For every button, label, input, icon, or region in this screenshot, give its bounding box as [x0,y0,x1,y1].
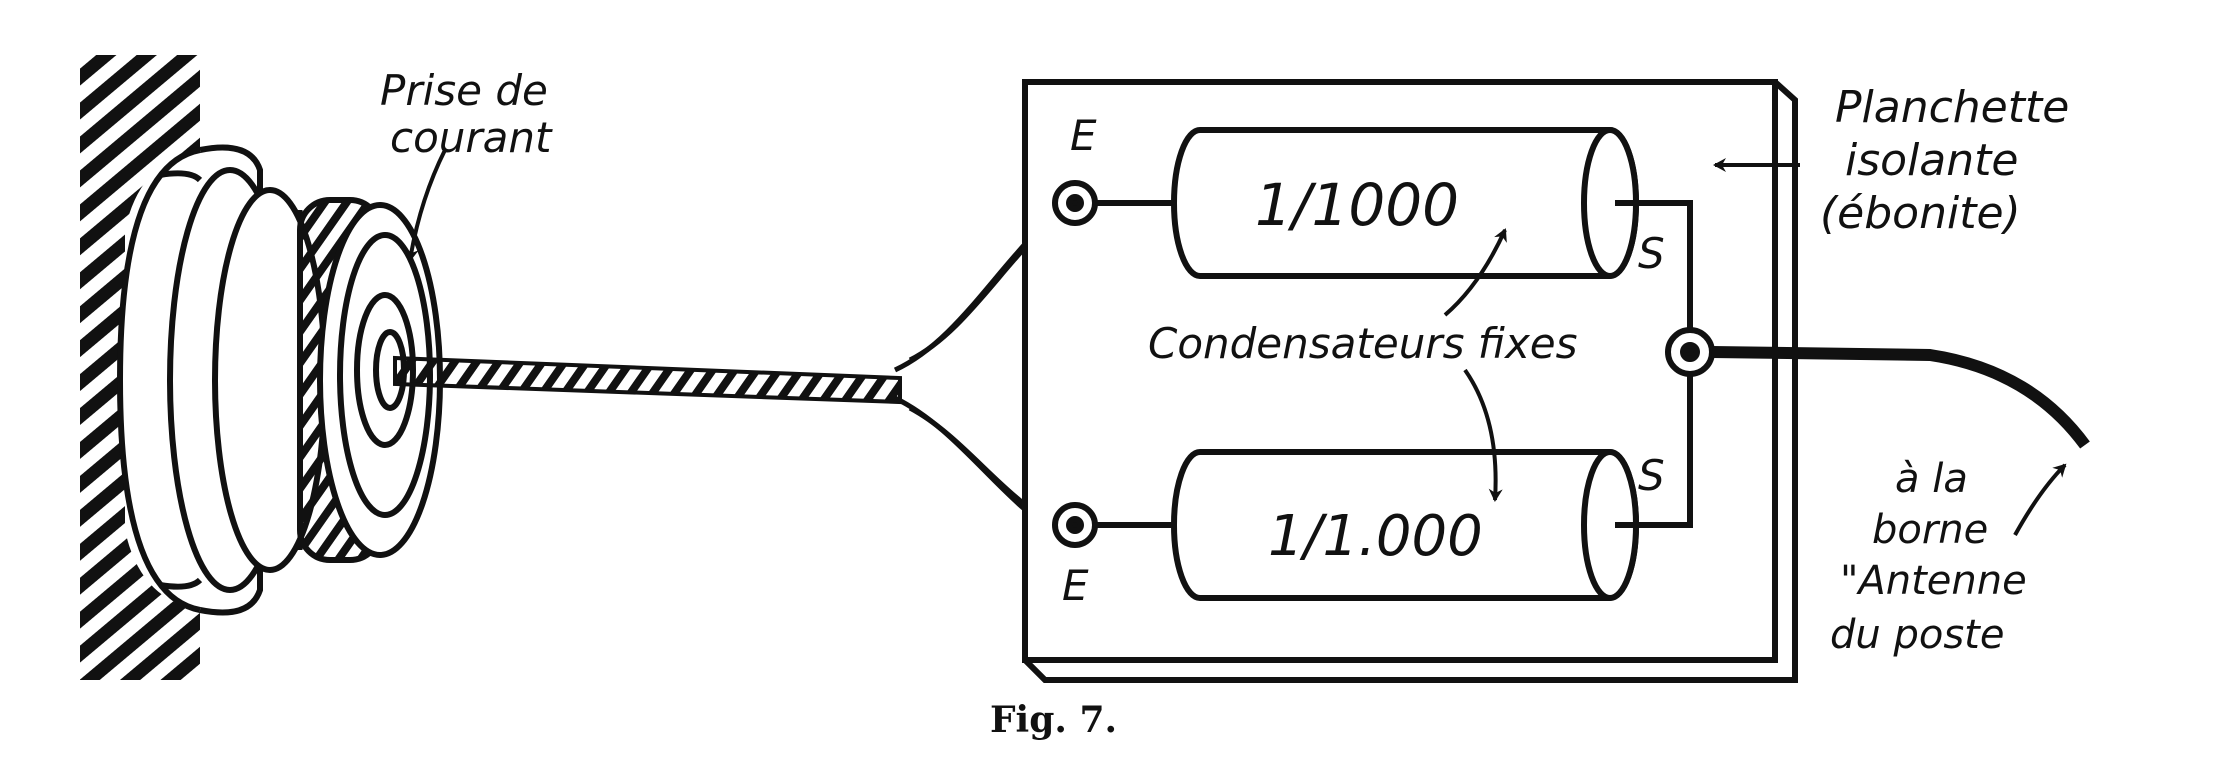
figure-caption: Fig. 7. [990,699,1117,741]
pointer-arrows [404,149,2067,536]
socket-label-line1: Prise de [380,66,548,115]
board-label-line1: Planchette [1835,82,2069,133]
capacitor-bottom [1171,449,1639,601]
board-label-line3: (ébonite) [1820,188,2021,239]
antenna-label-line3: "Antenne [1840,558,2027,604]
antenna-label-line1: à la [1895,456,1968,502]
wall [80,55,200,680]
board-label-line2: isolante [1845,135,2018,186]
socket [116,144,443,616]
capacitor-top [1171,127,1639,279]
capacitors-label: Condensateurs fixes [1148,319,1578,368]
capacitor-bottom-value: 1/1.000 [1268,504,1483,569]
capacitor-top-value: 1/1000 [1255,171,1459,239]
terminal-label-s-bottom: S [1638,451,1665,500]
terminal-label-e-top: E [1070,111,1097,160]
terminal-label-s-top: S [1638,229,1665,278]
antenna-label-line4: du poste [1830,612,2004,658]
socket-label-line2: courant [390,113,553,162]
antenna-lead [1711,346,2090,449]
terminal-label-e-bottom: E [1062,561,1089,610]
twisted-cable [393,355,902,405]
terminal-in-bottom [1052,502,1175,548]
terminal-in-top [1052,180,1175,226]
antenna-label-line2: borne [1872,507,1988,553]
